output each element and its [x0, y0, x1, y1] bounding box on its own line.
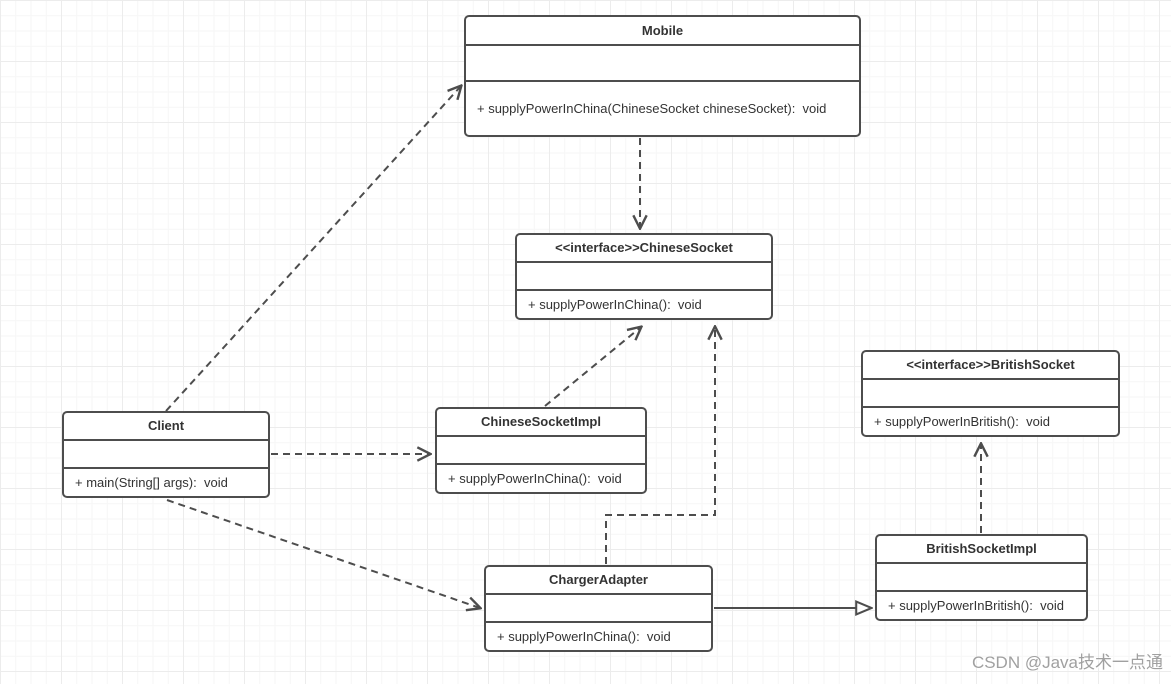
class-britishsocket-attributes: [863, 378, 1118, 406]
class-chargeradapter-method: + supplyPowerInChina(): void: [486, 621, 711, 650]
class-chinesesocketimpl-method: + supplyPowerInChina(): void: [437, 463, 645, 492]
class-chinesesocket-title: <<interface>>ChineseSocket: [555, 240, 733, 255]
class-britishsocketimpl-attributes: [877, 562, 1086, 590]
class-client: Client + main(String[] args): void: [62, 411, 270, 498]
csdn-watermark: CSDN @Java技术一点通: [971, 653, 1163, 672]
class-mobile-method: + supplyPowerInChina(ChineseSocket chine…: [466, 80, 859, 135]
class-client-title: Client: [147, 418, 185, 433]
class-chinesesocket-method: + supplyPowerInChina(): void: [517, 289, 771, 318]
class-chinesesocketimpl-attributes: [437, 435, 645, 463]
class-mobile-attributes: [466, 44, 859, 80]
class-chinesesocket-attributes: [517, 261, 771, 289]
class-client-attributes: [64, 439, 268, 467]
edge-client-to-chargeradapter: [166, 499, 480, 608]
class-chinesesocket: <<interface>>ChineseSocket + supplyPower…: [515, 233, 773, 320]
class-mobile-title: Mobile: [641, 23, 684, 38]
class-britishsocket-title: <<interface>>BritishSocket: [906, 357, 1075, 372]
class-chargeradapter-title: ChargerAdapter: [549, 572, 648, 587]
class-chargeradapter-attributes: [486, 593, 711, 621]
class-chargeradapter: ChargerAdapter + supplyPowerInChina(): v…: [484, 565, 713, 652]
class-chinesesocketimpl: ChineseSocketImpl + supplyPowerInChina()…: [435, 407, 647, 494]
class-mobile: Mobile + supplyPowerInChina(ChineseSocke…: [464, 15, 861, 137]
class-britishsocketimpl-method: + supplyPowerInBritish(): void: [877, 590, 1086, 619]
class-chinesesocketimpl-title: ChineseSocketImpl: [481, 414, 601, 429]
class-britishsocket-method: + supplyPowerInBritish(): void: [863, 406, 1118, 435]
class-britishsocketimpl-title: BritishSocketImpl: [926, 541, 1037, 556]
class-britishsocketimpl: BritishSocketImpl + supplyPowerInBritish…: [875, 534, 1088, 621]
edge-chinesesocketimpl-to-chinesesocket: [544, 327, 641, 407]
class-client-method: + main(String[] args): void: [64, 467, 268, 496]
edge-client-to-mobile: [165, 86, 461, 412]
class-britishsocket: <<interface>>BritishSocket + supplyPower…: [861, 350, 1120, 437]
